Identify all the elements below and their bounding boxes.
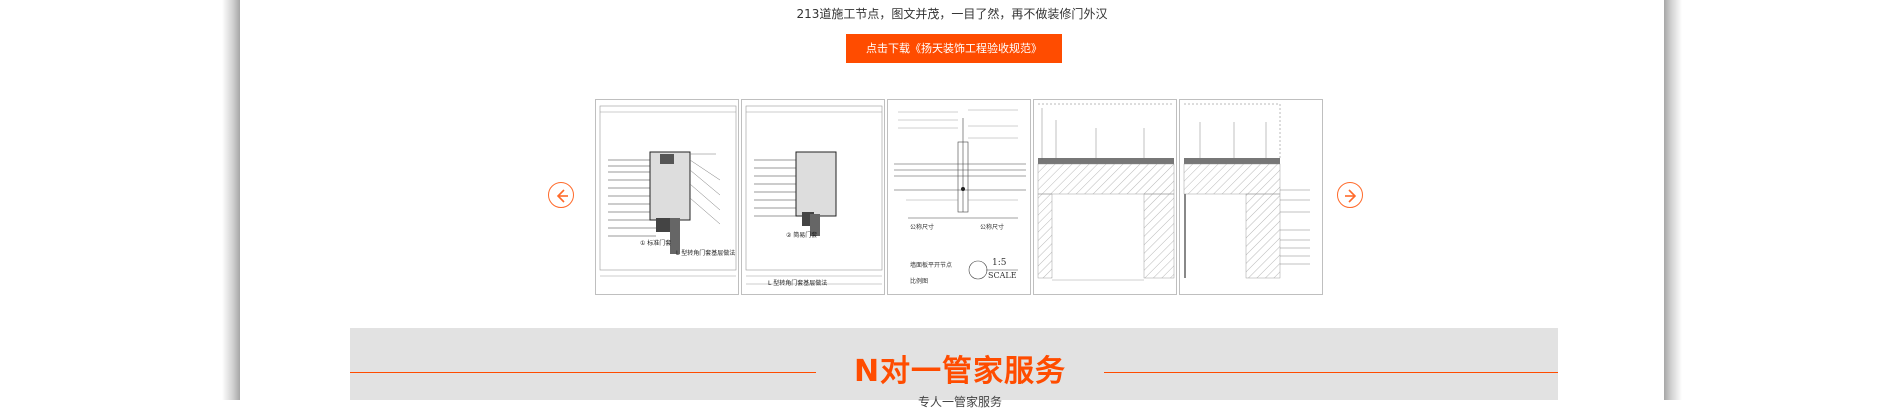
service-section-title: N对一管家服务 [853,354,1067,389]
carousel-slide-1[interactable]: ① 标准门套 L 型转角门套基层做法 [595,99,739,295]
carousel-next-button[interactable] [1337,182,1363,208]
service-section-band: N对一管家服务 专人一管家服务 [350,328,1558,409]
carousel-slide-4[interactable] [1033,99,1177,295]
slide-caption-b: L 型转角门套基层做法 [768,280,828,287]
section-subtitle: 213道施工节点，图文并茂，一目了然，再不做装修门外汉 [796,7,1108,21]
slide-dim-label-left: 公称尺寸 [910,224,935,231]
ceiling-section-drawing-icon [1183,103,1310,279]
arrow-left-icon [556,189,568,203]
slide-caption-a: 墙面板平开节点 [910,262,953,269]
slide-caption-a: ① 标准门套 [640,240,672,247]
slide-caption-a: ② 简易门套 [786,232,818,239]
service-section-subtitle: 专人一管家服务 [917,395,1002,409]
door-frame-drawing-icon [599,105,737,277]
left-column-shadow [222,0,240,400]
carousel-slide-2[interactable]: ② 简易门套 L 型转角门套基层做法 [741,99,885,295]
slide-caption-b: L 型转角门套基层做法 [676,250,736,257]
carousel-prev-button[interactable] [548,182,574,208]
carousel-slide-5[interactable] [1179,99,1323,295]
title-divider-left [350,372,816,373]
title-divider-right [1104,372,1558,373]
slide-scale-word: SCALE [988,271,1017,280]
slide-caption-b: 比例图 [910,278,929,285]
wall-panel-drawing-icon [894,109,1026,280]
carousel-slide-3[interactable]: 公称尺寸 公称尺寸 墙面板平开节点 比例图 1:5 SCALE [887,99,1031,295]
download-spec-button[interactable]: 点击下载《扬天装饰工程验收规范》 [846,34,1062,63]
slide-dim-label-right: 公称尺寸 [980,224,1005,231]
arrow-right-icon [1345,189,1357,203]
right-column-shadow [1664,0,1682,400]
ceiling-section-drawing-icon [1037,103,1175,281]
slide-scale-number: 1:5 [992,258,1007,268]
door-frame-drawing-icon [745,105,883,285]
